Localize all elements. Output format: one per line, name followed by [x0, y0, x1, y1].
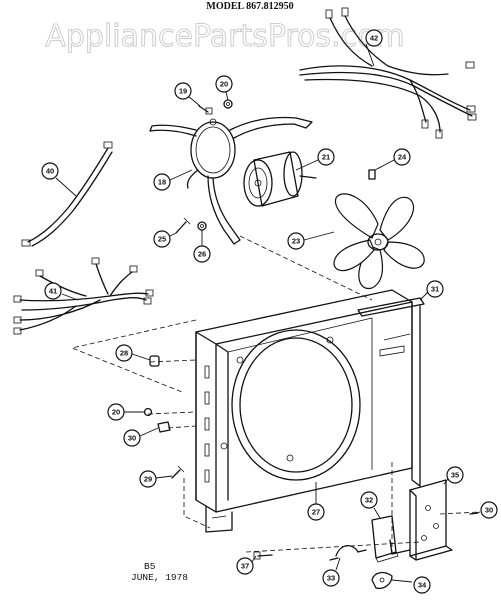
callout-label: 20	[220, 80, 228, 89]
callout-label: 34	[418, 581, 427, 590]
capacitor	[371, 515, 399, 563]
callout-label: 35	[451, 471, 459, 480]
screw-37	[253, 551, 273, 560]
callout-34: 34	[413, 576, 431, 594]
terminal-cover	[371, 571, 393, 590]
callout-label: 30	[485, 506, 493, 515]
callout-33: 33	[322, 569, 340, 587]
fan-blade	[333, 193, 425, 290]
callout-label: 42	[370, 34, 378, 43]
callout-label: 29	[144, 475, 152, 484]
callout-label: 21	[322, 153, 330, 162]
callout-label: 19	[179, 87, 187, 96]
callout-label: 30	[128, 434, 136, 443]
screw-25	[175, 217, 191, 234]
fan-shroud	[195, 289, 421, 533]
washer-26	[197, 221, 207, 231]
callout-20: 20	[215, 75, 233, 93]
screw-19	[198, 105, 213, 115]
callout-label: 33	[327, 574, 335, 583]
callout-label: 26	[198, 250, 206, 259]
callout-30-left: 30	[123, 429, 141, 447]
baffle-strip-31	[357, 297, 425, 317]
callout-26: 26	[193, 245, 211, 263]
capacitor-strap	[329, 545, 367, 561]
wire-harness-41	[13, 257, 154, 335]
callout-32: 32	[360, 491, 378, 509]
callout-41: 41	[44, 282, 62, 300]
callout-label: 18	[158, 178, 166, 187]
callout-20-lower: 20	[107, 403, 125, 421]
callout-27: 27	[307, 503, 325, 521]
callout-label: 23	[292, 237, 300, 246]
callout-label: 31	[431, 285, 439, 294]
motor-mount-bracket	[149, 116, 313, 245]
capacitor-bracket	[389, 479, 453, 561]
callout-label: 41	[49, 287, 57, 296]
callout-label: 25	[158, 235, 166, 244]
leader-lines	[55, 43, 481, 583]
nut-20	[223, 99, 233, 109]
callout-label: 40	[46, 167, 54, 176]
clip-30-left	[157, 421, 171, 433]
grommet-28	[149, 355, 160, 367]
callout-21: 21	[317, 148, 335, 166]
callout-29: 29	[139, 470, 157, 488]
callout-label: 28	[120, 349, 128, 358]
callout-19: 19	[174, 82, 192, 100]
model-number: MODEL 867.812950	[206, 1, 293, 12]
revision-code: B5	[144, 561, 156, 572]
callout-37: 37	[236, 557, 254, 575]
clip-24	[368, 169, 376, 180]
callout-label: 32	[365, 496, 373, 505]
wire-harness-40	[21, 141, 113, 247]
callout-42: 42	[365, 29, 383, 47]
fan-motor	[243, 151, 317, 207]
callout-25: 25	[153, 230, 171, 248]
callout-28: 28	[115, 344, 133, 362]
callout-31: 31	[426, 280, 444, 298]
assembly-lines	[70, 235, 481, 553]
callout-label: 20	[112, 408, 120, 417]
callout-30-right: 30	[480, 501, 498, 519]
callout-24: 24	[393, 148, 411, 166]
callout-40: 40	[41, 162, 59, 180]
callout-label: 27	[312, 508, 320, 517]
callout-label: 37	[241, 562, 249, 571]
screw-29	[171, 465, 185, 479]
callout-18: 18	[153, 173, 171, 191]
watermark: AppliancePartsPros.com	[45, 19, 404, 54]
callout-label: 24	[398, 153, 407, 162]
nut-20-lower	[143, 407, 153, 417]
wire-harness-42	[299, 7, 477, 139]
callout-23: 23	[287, 232, 305, 250]
callout-35: 35	[446, 466, 464, 484]
revision-date: JUNE, 1978	[131, 572, 188, 583]
